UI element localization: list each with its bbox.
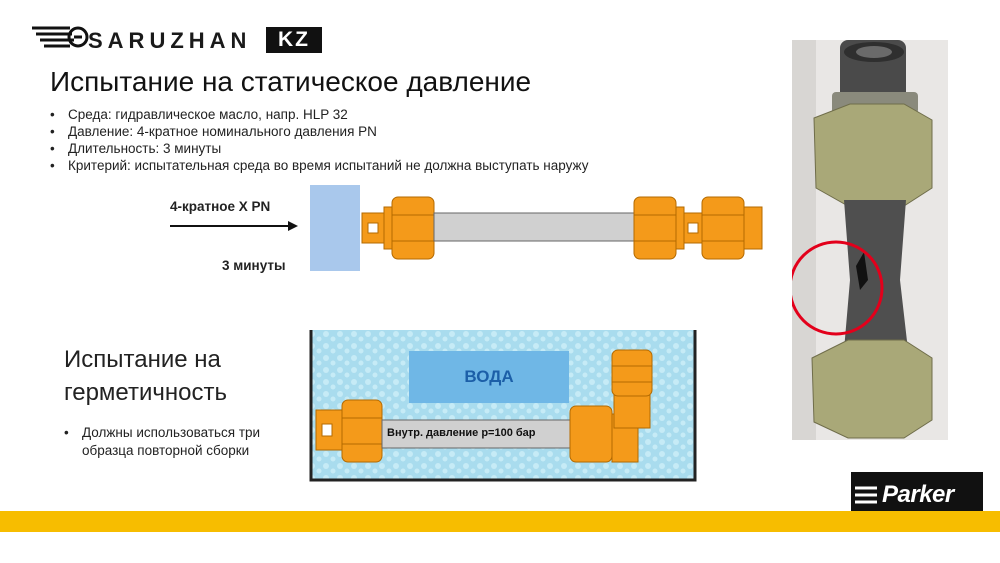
tube (381, 419, 573, 449)
fitting-nut (633, 196, 677, 260)
page-title: Испытание на статическое давление (50, 66, 532, 97)
arrow-right-icon (170, 221, 298, 231)
brand-suffix: KZ (266, 27, 322, 53)
pressure-block (310, 185, 360, 271)
bottom-accent-bar (0, 511, 1000, 532)
fitting-nut (391, 196, 435, 260)
list-item: Критерий: испытательная среда во время и… (50, 157, 610, 174)
list-item: Давление: 4-кратное номинального давлени… (50, 123, 610, 140)
parker-logo-text: Parker (882, 481, 954, 508)
static-test-list: Среда: гидравлическое масло, напр. HLP 3… (50, 106, 610, 174)
crack-highlight (792, 240, 884, 336)
static-test-diagram (310, 185, 763, 271)
water-label: ВОДА (409, 351, 569, 403)
fitting-nut (611, 349, 653, 397)
inner-pressure-label: Внутр. давление p=100 бар (387, 427, 536, 439)
leak-test-list: Должны использоваться три образца повтор… (64, 424, 304, 460)
tube (433, 212, 635, 242)
duration-label: 3 минуты (222, 258, 286, 273)
list-item: Должны использоваться три образца повтор… (64, 424, 304, 460)
parker-stripes-icon (855, 486, 877, 504)
pressure-label: 4-кратное X PN (170, 199, 271, 214)
fitting-nut (341, 399, 383, 463)
list-item: Длительность: 3 минуты (50, 140, 610, 157)
burst-fitting-photo (792, 40, 948, 440)
section-title: Испытание на герметичность (64, 346, 227, 406)
fitting-nut (701, 196, 745, 260)
brand-name: SARUZHAN (88, 28, 252, 53)
list-item: Среда: гидравлическое масло, напр. HLP 3… (50, 106, 610, 123)
logo-wings-icon (32, 26, 89, 48)
fitting-nut (569, 405, 613, 463)
